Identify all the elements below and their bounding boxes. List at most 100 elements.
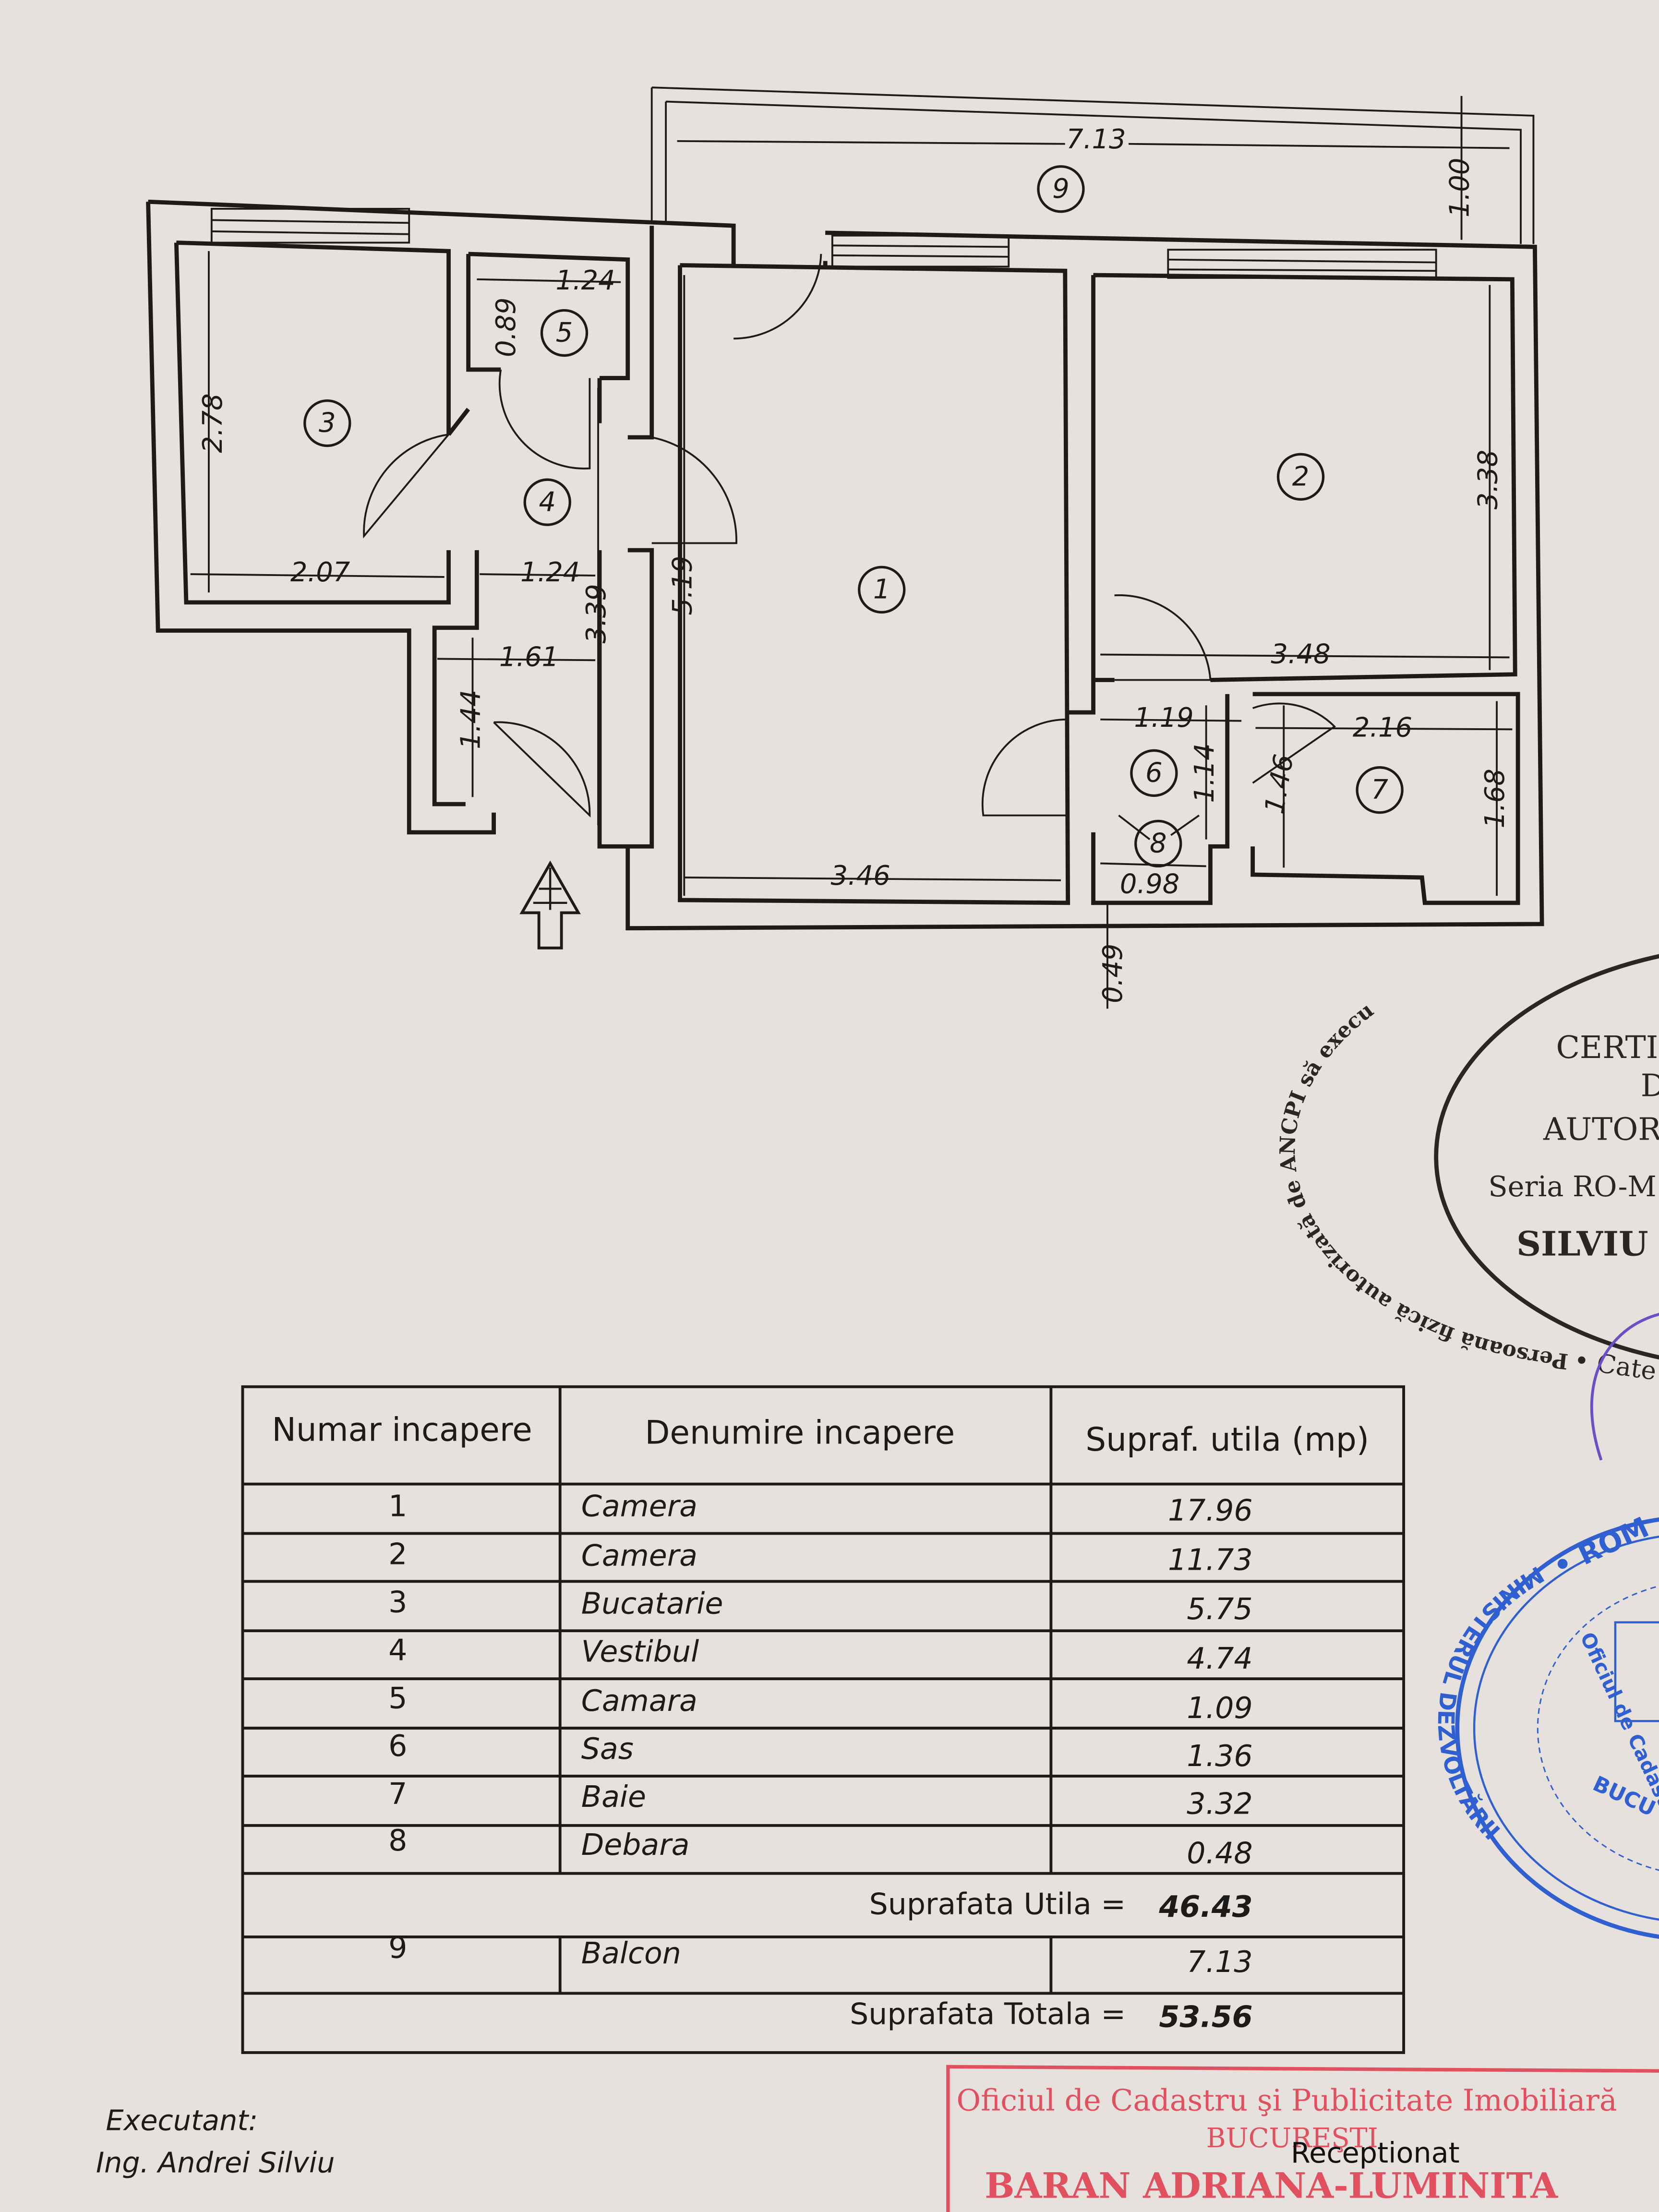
entrance-arrow-icon xyxy=(519,860,581,950)
table-row: 7 Baie 3.32 xyxy=(388,1777,1253,1821)
windows xyxy=(210,208,1437,279)
total-area-label: Suprafata Totala = xyxy=(850,1997,1126,2032)
svg-text:6: 6 xyxy=(1145,757,1163,789)
svg-text:7.13: 7.13 xyxy=(1187,1945,1252,1979)
outer-wall-right xyxy=(625,230,1544,931)
svg-text:5: 5 xyxy=(556,317,573,349)
header-area: Supraf. utila (mp) xyxy=(1085,1420,1369,1458)
stamp-line: CERTI xyxy=(1556,1030,1658,1066)
svg-text:Baie: Baie xyxy=(581,1779,646,1814)
dim-balcony-length: 7.13 xyxy=(1066,124,1126,155)
usable-area-label: Suprafata Utila = xyxy=(869,1887,1126,1921)
dim-entry-width: 1.61 xyxy=(499,642,559,673)
svg-text:5: 5 xyxy=(388,1681,407,1715)
svg-text:9: 9 xyxy=(1052,173,1070,204)
svg-text:1: 1 xyxy=(873,574,890,605)
dim-kitchen-width: 2.07 xyxy=(290,557,350,588)
dim-entry-depth: 1.44 xyxy=(456,690,487,749)
svg-text:Camera: Camera xyxy=(581,1489,697,1524)
dim-pantry-width: 1.24 xyxy=(555,265,615,296)
svg-text:Camera: Camera xyxy=(581,1538,697,1573)
room-marker-9: 9 xyxy=(1037,165,1085,213)
svg-text:5.75: 5.75 xyxy=(1187,1592,1252,1626)
red-stamp-name: BARAN ADRIANA-LUMINITA xyxy=(985,2165,1558,2207)
executant-name: Ing. Andrei Silviu xyxy=(96,2146,335,2179)
dim-vestibule-length: 3.39 xyxy=(581,584,612,643)
total-area-value: 53.56 xyxy=(1159,1999,1252,2034)
dim-vestibule-width: 1.24 xyxy=(520,557,580,588)
dim-kitchen-depth: 2.78 xyxy=(197,393,228,453)
room-marker-7: 7 xyxy=(1356,766,1404,814)
stamp-line: SILVIU xyxy=(1516,1224,1648,1264)
dim-room2-depth: 3.38 xyxy=(1472,450,1503,509)
svg-text:17.96: 17.96 xyxy=(1168,1493,1253,1527)
table-grid xyxy=(242,1386,1404,1995)
room1-wall xyxy=(678,261,1070,905)
table-row: 1 Camera 17.96 xyxy=(388,1489,1253,1528)
outer-wall-left xyxy=(146,199,736,835)
svg-text:Sas: Sas xyxy=(581,1731,634,1766)
kitchen-wall xyxy=(174,240,451,605)
door-swings xyxy=(363,253,1336,841)
svg-text:9: 9 xyxy=(388,1930,407,1965)
room-markers: 1 2 3 4 5 6 7 8 9 xyxy=(303,165,1404,868)
bath-wall xyxy=(1091,692,1520,905)
room-marker-8: 8 xyxy=(1134,819,1182,868)
svg-text:1.09: 1.09 xyxy=(1187,1691,1252,1725)
room-marker-2: 2 xyxy=(1276,453,1325,501)
svg-text:4.74: 4.74 xyxy=(1187,1641,1252,1676)
svg-text:8: 8 xyxy=(388,1823,407,1858)
dim-hall-depth: 1.14 xyxy=(1189,743,1220,803)
room-marker-5: 5 xyxy=(540,309,589,357)
balcony-outline xyxy=(650,86,1535,244)
table-row: 8 Debara 0.48 xyxy=(388,1823,1253,1870)
svg-text:2: 2 xyxy=(388,1537,407,1572)
svg-text:1.36: 1.36 xyxy=(1187,1739,1252,1773)
svg-text:8: 8 xyxy=(1150,828,1167,859)
executant-label: Executant: xyxy=(106,2104,258,2137)
svg-text:7: 7 xyxy=(388,1777,407,1811)
svg-text:4: 4 xyxy=(388,1633,407,1667)
stamp-line: AUTOR xyxy=(1543,1112,1659,1148)
dimension-lines xyxy=(190,115,1513,1009)
svg-text:Balcon: Balcon xyxy=(581,1936,681,1971)
svg-text:6: 6 xyxy=(388,1729,407,1763)
stamp-line: Seria RO-M xyxy=(1488,1170,1656,1203)
svg-text:0.48: 0.48 xyxy=(1187,1836,1252,1871)
room-marker-1: 1 xyxy=(858,565,906,614)
received-text: Receptionat xyxy=(1291,2136,1460,2169)
svg-text:4: 4 xyxy=(539,486,556,517)
header-room-name: Denumire incapere xyxy=(645,1413,955,1451)
svg-text:Camara: Camara xyxy=(581,1683,697,1718)
svg-text:Bucatarie: Bucatarie xyxy=(581,1586,723,1621)
floor-plan: 7.13 1.00 1.24 0.89 2.78 2.07 1.24 3.39 … xyxy=(146,86,1544,1009)
dim-room1-width: 3.46 xyxy=(830,860,890,891)
dim-bath-width: 2.16 xyxy=(1353,712,1412,743)
signature-mark xyxy=(1590,1313,1659,1461)
svg-text:1: 1 xyxy=(388,1489,407,1524)
svg-text:2: 2 xyxy=(1292,461,1310,492)
svg-text:3: 3 xyxy=(319,408,336,439)
svg-text:3.32: 3.32 xyxy=(1187,1787,1252,1821)
svg-text:7: 7 xyxy=(1371,774,1388,805)
registration-stamp: Oficiul de Cadastru şi Publicitate Imobi… xyxy=(946,2065,1659,2212)
room-marker-3: 3 xyxy=(303,399,351,447)
red-stamp-office: Oficiul de Cadastru şi Publicitate Imobi… xyxy=(956,2083,1617,2117)
dim-balcony-width: 1.00 xyxy=(1444,158,1476,217)
coat-of-arms-icon xyxy=(1614,1621,1659,1722)
stamp-line: D xyxy=(1641,1068,1659,1104)
pantry-wall xyxy=(432,252,630,806)
dim-bath-depth: 1.68 xyxy=(1479,769,1511,828)
table-row: 6 Sas 1.36 xyxy=(388,1729,1253,1773)
dim-pantry-depth: 0.89 xyxy=(491,298,522,357)
dim-storage-depth: 0.49 xyxy=(1097,944,1129,1003)
red-stamp-city: BUCUREŞTI xyxy=(1206,2123,1378,2154)
svg-text:Debara: Debara xyxy=(581,1827,690,1862)
area-table: Numar incapere Denumire incapere Supraf.… xyxy=(241,1385,1406,2054)
dim-storage-width: 0.98 xyxy=(1120,869,1179,900)
